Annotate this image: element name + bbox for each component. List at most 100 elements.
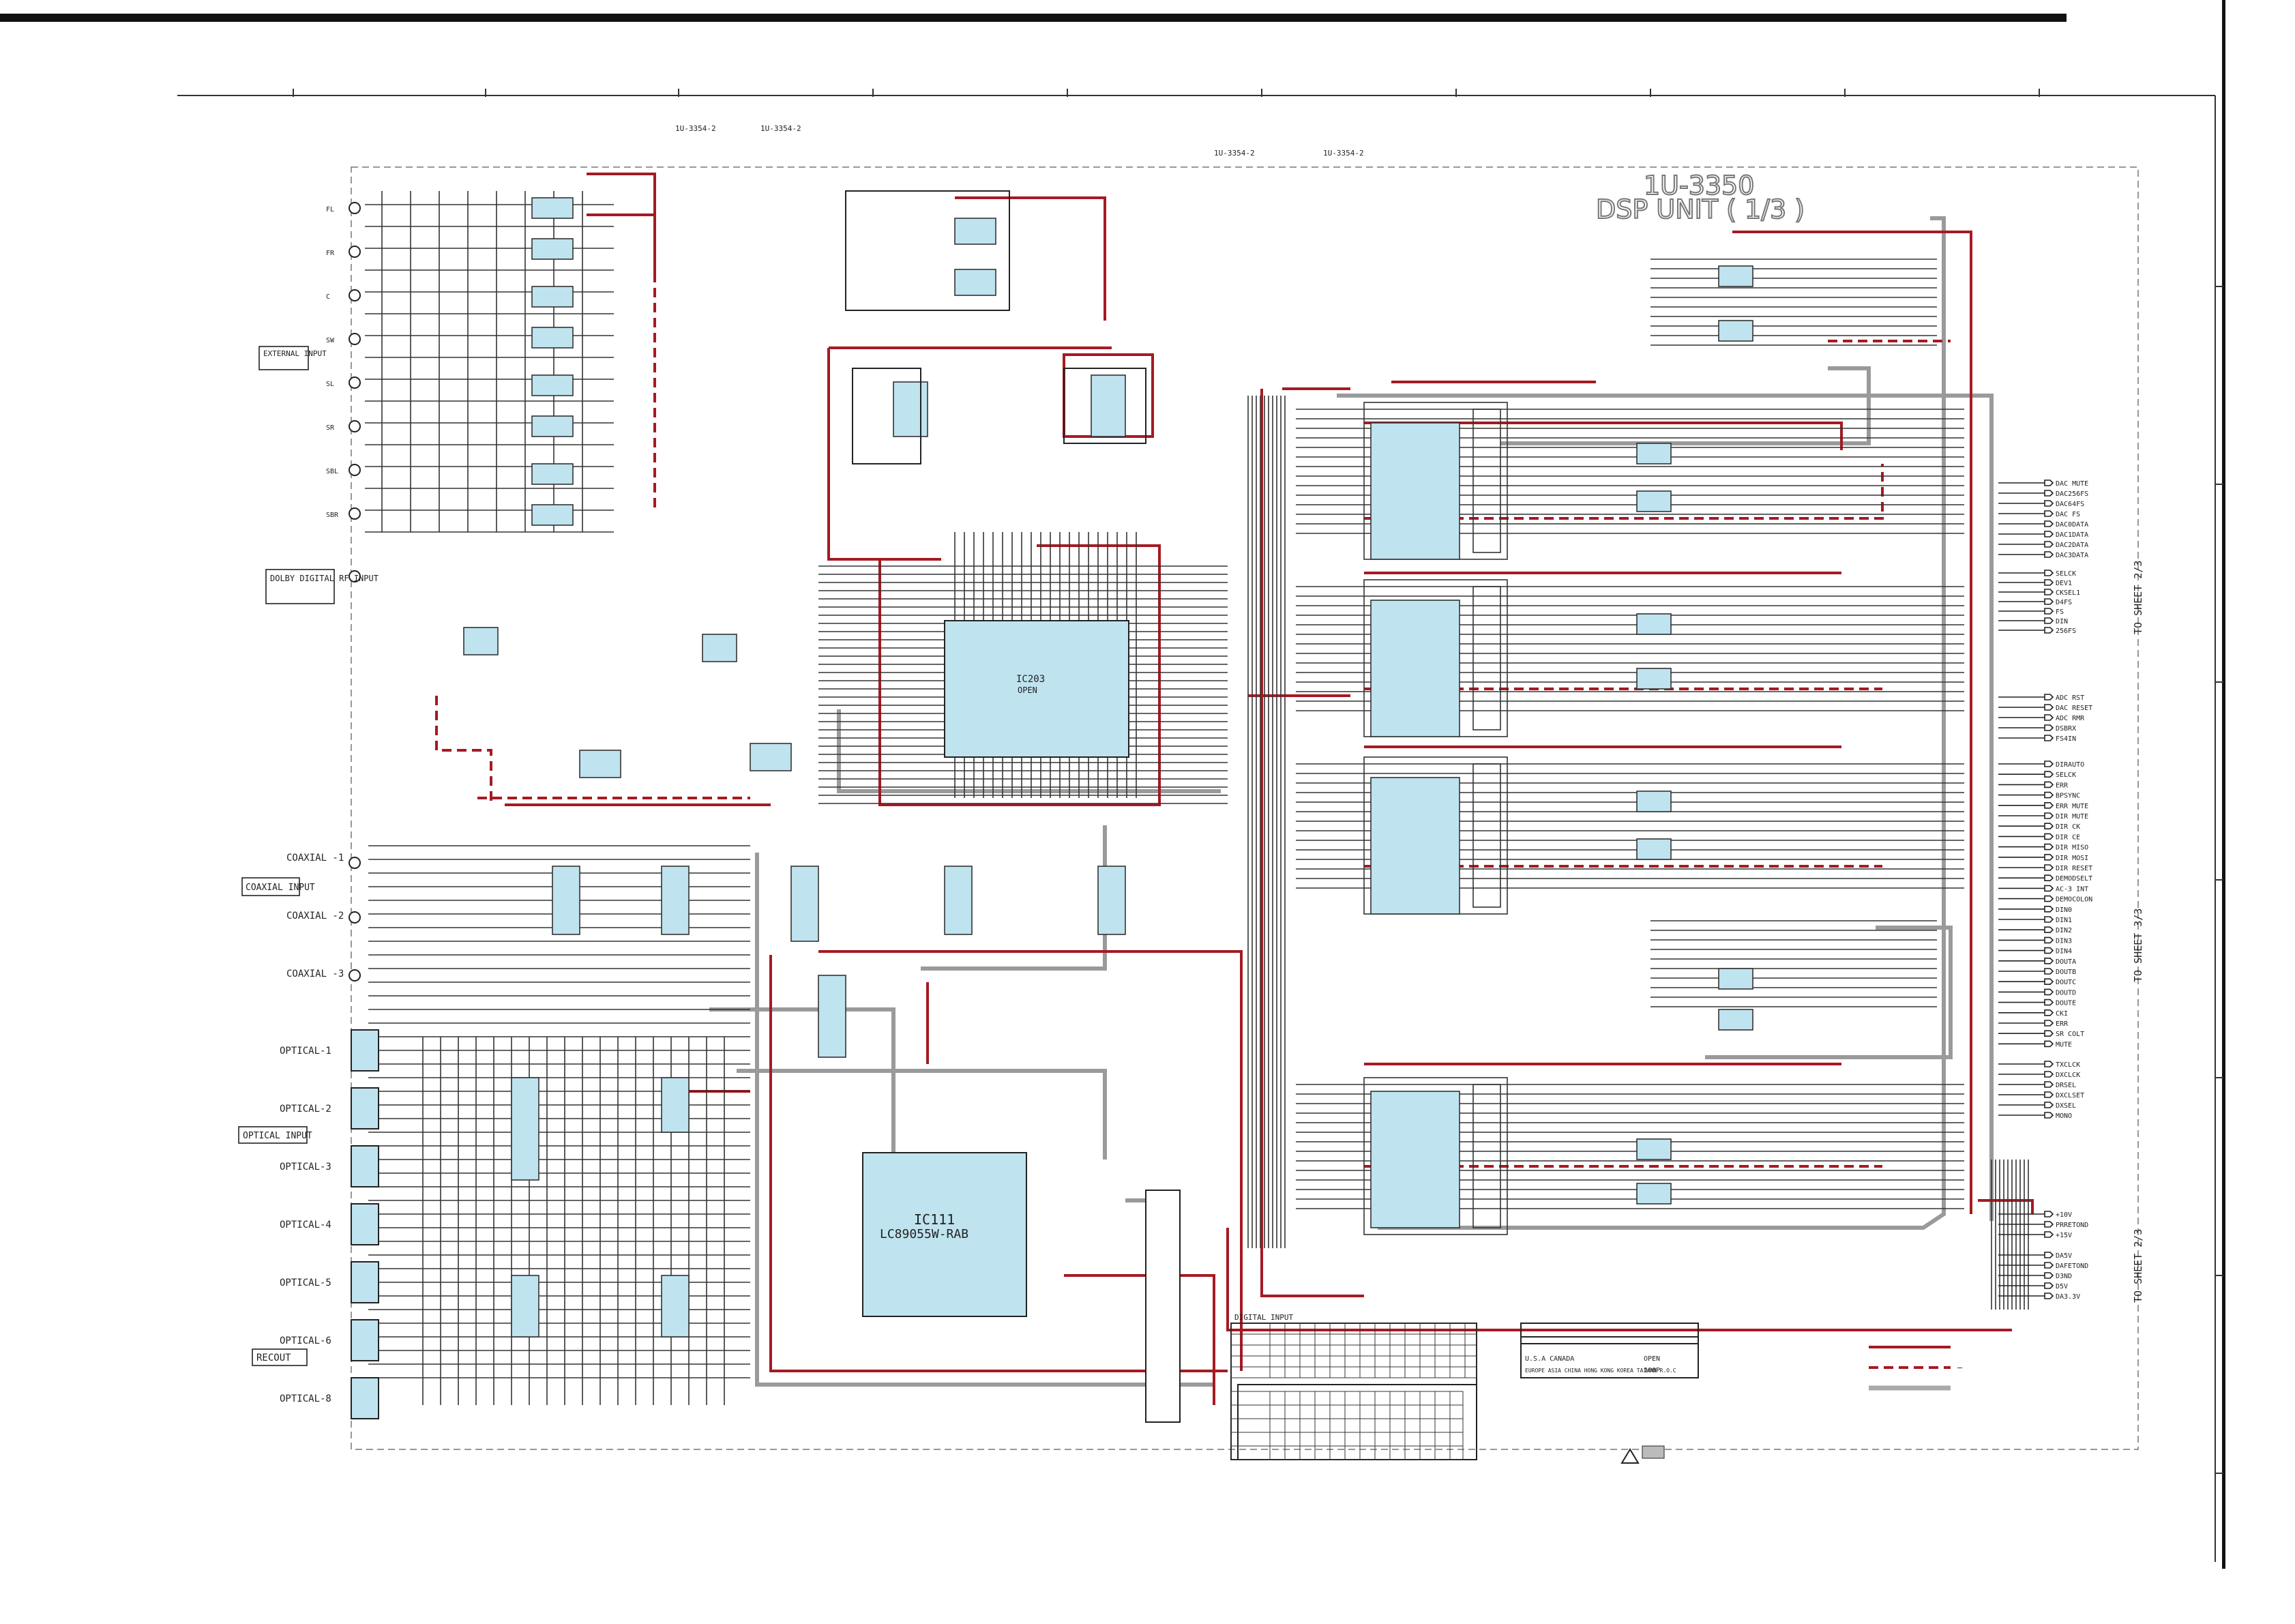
signal-label: DIR RESET — [2056, 865, 2092, 872]
signal-label: DOUTE — [2056, 1000, 2076, 1007]
optical-input-label: OPTICAL-8 — [280, 1393, 331, 1404]
signal-label: +15V — [2056, 1232, 2072, 1239]
channel-label: FR — [326, 250, 335, 257]
signal-label: DSBRX — [2056, 725, 2076, 733]
signal-label: DIR CK — [2056, 823, 2080, 831]
signal-label: DAC2DATA — [2056, 542, 2088, 549]
optical-input-label: OPTICAL-1 — [280, 1046, 331, 1057]
signal-label: 256FS — [2056, 628, 2076, 635]
dsp2-label: IC203 — [1016, 674, 1045, 685]
signal-label: SELCK — [2056, 771, 2076, 779]
signal-label: DIR CE — [2056, 833, 2080, 841]
right-rule — [2222, 0, 2225, 1569]
coaxial-input-label: COAXIAL -2 — [286, 911, 344, 921]
signal-label: ADC RST — [2056, 694, 2084, 702]
optical-input-label: OPTICAL-6 — [280, 1335, 331, 1346]
recout-label: RECOUT — [256, 1353, 291, 1363]
signal-label: D3ND — [2056, 1273, 2072, 1280]
signal-label: DXSEL — [2056, 1102, 2076, 1110]
signal-label: DAC3DATA — [2056, 552, 2088, 559]
coaxial-input-label: COAXIAL -3 — [286, 969, 344, 979]
signal-label: DIRAUTO — [2056, 761, 2084, 769]
signal-label: DOUTB — [2056, 969, 2076, 976]
connector-label: 1U-3354-2 — [1214, 149, 1255, 158]
signal-label: DIN4 — [2056, 948, 2072, 956]
signal-label: MUTE — [2056, 1041, 2072, 1048]
connector-label: 1U-3354-2 — [760, 124, 801, 133]
signal-label: DAC MUTE — [2056, 480, 2088, 488]
signal-label: +10V — [2056, 1211, 2072, 1219]
coaxial-input-label: COAXIAL -1 — [286, 853, 344, 863]
signal-label: DAC FS — [2056, 511, 2080, 518]
signal-label: DAC RESET — [2056, 705, 2092, 712]
signal-label: DIR MOSI — [2056, 855, 2088, 862]
signal-label: ADC RMR — [2056, 715, 2085, 722]
signal-label: FS4IN — [2056, 735, 2076, 743]
channel-label: SBR — [326, 512, 339, 519]
channel-label: SR — [326, 424, 335, 432]
signal-label: MONO — [2056, 1112, 2072, 1120]
signal-label: DIR MISO — [2056, 844, 2088, 852]
channel-label: SW — [326, 337, 335, 344]
signal-label: DRSEL — [2056, 1082, 2076, 1089]
signal-label: ERR — [2056, 1020, 2069, 1028]
signal-label: DAC256FS — [2056, 490, 2088, 498]
model-region: EUROPE ASIA CHINA HONG KONG KOREA TAIWAN… — [1525, 1368, 1676, 1374]
signal-label: CKSEL1 — [2056, 589, 2080, 597]
signal-label: DOUTC — [2056, 979, 2076, 986]
signal-label: DEMOCOLON — [2056, 896, 2092, 904]
signal-label: DAC0DATA — [2056, 521, 2088, 529]
signal-label: DIR MUTE — [2056, 813, 2088, 821]
channel-label: SBL — [326, 468, 338, 475]
channel-label: FL — [326, 206, 334, 213]
signal-label: DXCLCK — [2056, 1072, 2080, 1079]
top-rule — [0, 14, 2067, 22]
dolby-input-label: DOLBY DIGITAL RF INPUT — [270, 574, 379, 583]
signal-label: DOUTD — [2056, 989, 2076, 996]
signal-label: DIN1 — [2056, 917, 2072, 924]
signal-label: DA5V — [2056, 1252, 2072, 1260]
coaxial-section-label: COAXIAL INPUT — [246, 883, 315, 893]
optical-input-label: OPTICAL-2 — [280, 1104, 331, 1114]
signal-label: DA3.3V — [2056, 1293, 2080, 1301]
caution-icon — [1620, 1448, 1640, 1464]
sheet-ref: TO SHEET 2/3 — [2132, 1229, 2144, 1303]
optical-input-label: OPTICAL-5 — [280, 1278, 331, 1288]
board-code: 1U-3350 — [1644, 171, 1754, 201]
external-input-label: EXTERNAL INPUT — [263, 349, 327, 358]
model-value: 100P — [1644, 1367, 1660, 1374]
dsp2-note: OPEN — [1018, 685, 1037, 695]
signal-label: DAC64FS — [2056, 501, 2084, 508]
signal-label: DEV1 — [2056, 580, 2072, 587]
signal-label: FS — [2056, 608, 2064, 616]
signal-label: DIN2 — [2056, 927, 2072, 934]
signal-label: TXCLCK — [2056, 1061, 2080, 1069]
signal-label: DIN0 — [2056, 906, 2072, 914]
sheet-ref: TO SHEET 3/3 — [2132, 909, 2144, 982]
sheet-ref: TO SHEET 2/3 — [2132, 561, 2144, 634]
signal-label: DOUTA — [2056, 958, 2076, 966]
signal-label: CKI — [2056, 1010, 2068, 1018]
channel-label: SL — [326, 381, 334, 388]
optical-section-label: OPTICAL INPUT — [243, 1131, 312, 1141]
signal-label: DIN3 — [2056, 937, 2072, 945]
signal-label: DIN — [2056, 618, 2068, 625]
signal-label: SR COLT — [2056, 1031, 2084, 1038]
legend-text: — — [1957, 1363, 1963, 1372]
signal-label: ERR — [2056, 782, 2069, 789]
signal-label: PRRETOND — [2056, 1222, 2088, 1229]
signal-label: DEMODSELT — [2056, 875, 2092, 883]
digital-input-title: DIGITAL INPUT — [1234, 1313, 1293, 1322]
connector-label: 1U-3354-2 — [675, 124, 716, 133]
main-dsp-part: LC89055W-RAB — [880, 1227, 968, 1241]
signal-label: D4FS — [2056, 599, 2072, 606]
main-dsp-label: IC111 — [914, 1211, 955, 1228]
model-value: OPEN — [1644, 1355, 1660, 1363]
connector-label: 1U-3354-2 — [1323, 149, 1364, 158]
signal-label: ERR MUTE — [2056, 803, 2088, 810]
signal-label: BPSYNC — [2056, 793, 2080, 800]
signal-label: SELCK — [2056, 570, 2076, 578]
optical-input-label: OPTICAL-4 — [280, 1220, 331, 1230]
signal-label: DAC1DATA — [2056, 531, 2088, 539]
